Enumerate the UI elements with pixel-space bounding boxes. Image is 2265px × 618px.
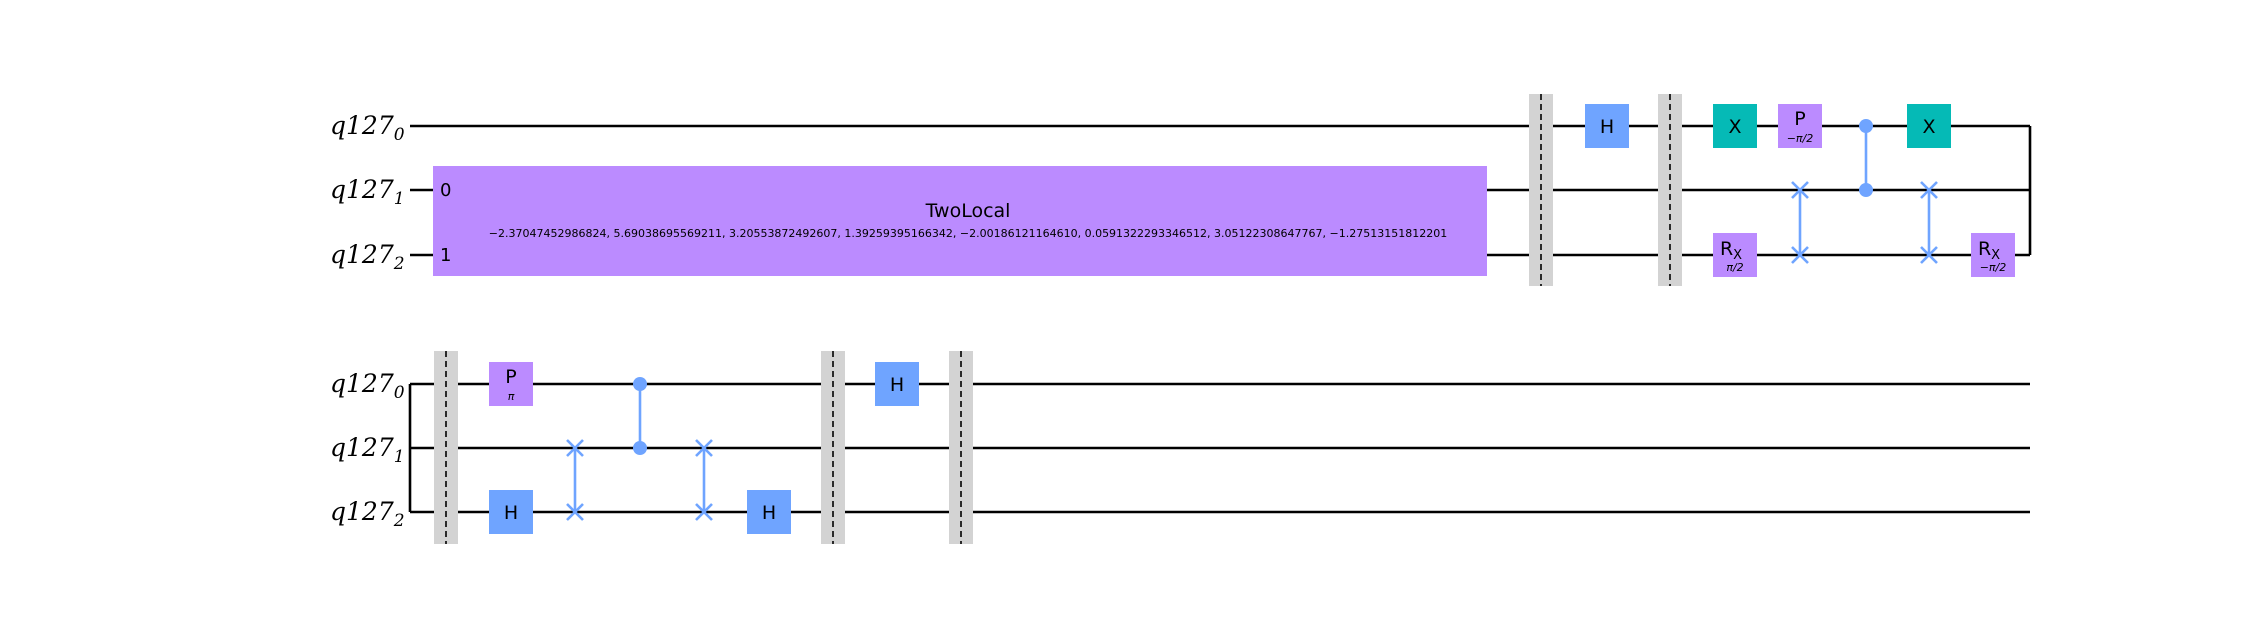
swap-cross-icon <box>1920 181 1938 199</box>
control-dot <box>633 441 647 455</box>
two-local-title: TwoLocal <box>925 200 1011 222</box>
two-local-box <box>433 166 1487 276</box>
qubit-label-2: q1272 <box>330 240 405 274</box>
rx-gate-param: −π/2 <box>1980 261 2007 274</box>
barrier <box>1658 94 1682 286</box>
h-gate: H <box>489 490 533 534</box>
qubit-label-0: q1270 <box>330 369 405 403</box>
rx-gate: RX π/2 <box>1713 233 1757 277</box>
circuit-row-1: q1270 q1271 q1272 0 1 TwoLocal −2.370474… <box>330 94 2032 286</box>
p-gate-label: P <box>505 366 516 388</box>
p-gate: P π <box>489 362 533 406</box>
p-gate-label: P <box>1794 108 1805 130</box>
control-dot <box>1859 183 1873 197</box>
rx-gate-label: RX <box>1720 238 1742 263</box>
two-local-port-0: 0 <box>440 180 451 201</box>
barrier <box>949 351 973 544</box>
h-gate-label: H <box>504 502 518 524</box>
cz-gate <box>633 377 647 455</box>
x-gate-label: X <box>1728 116 1741 138</box>
x-gate: X <box>1713 104 1757 148</box>
swap-cross-icon <box>1791 181 1809 199</box>
two-local-gate: 0 1 TwoLocal −2.37047452986824, 5.690386… <box>433 166 1487 276</box>
control-dot <box>633 377 647 391</box>
h-gate: H <box>875 362 919 406</box>
h-gate: H <box>1585 104 1629 148</box>
control-dot <box>1859 119 1873 133</box>
swap-cross-icon <box>1920 246 1938 264</box>
cz-gate <box>1859 119 1873 197</box>
rx-gate-label: RX <box>1978 238 2000 263</box>
x-gate-label: X <box>1922 116 1935 138</box>
swap-cross-icon <box>566 503 584 521</box>
swap-gate <box>695 439 713 521</box>
swap-cross-icon <box>1791 246 1809 264</box>
qubit-label-1: q1271 <box>330 433 405 467</box>
swap-gate <box>566 439 584 521</box>
circuit-row-2: q1270 q1271 q1272 P π H <box>330 351 2030 544</box>
barrier <box>434 351 458 544</box>
h-gate-label: H <box>762 502 776 524</box>
h-gate: H <box>747 490 791 534</box>
swap-gate <box>1791 181 1809 264</box>
qubit-label-2: q1272 <box>330 497 405 531</box>
barrier <box>1529 94 1553 286</box>
p-gate-param: π <box>508 390 515 403</box>
p-gate-param: −π/2 <box>1787 132 1814 145</box>
two-local-params: −2.37047452986824, 5.69038695569211, 3.2… <box>489 227 1447 240</box>
swap-cross-icon <box>695 439 713 457</box>
qubit-label-1: q1271 <box>330 175 405 209</box>
h-gate-label: H <box>1600 116 1614 138</box>
rx-gate-param: π/2 <box>1726 261 1743 274</box>
x-gate: X <box>1907 104 1951 148</box>
h-gate-label: H <box>890 374 904 396</box>
barrier <box>821 351 845 544</box>
qubit-label-0: q1270 <box>330 111 405 145</box>
swap-cross-icon <box>695 503 713 521</box>
swap-gate <box>1920 181 1938 264</box>
swap-cross-icon <box>566 439 584 457</box>
p-gate: P −π/2 <box>1778 104 1822 148</box>
two-local-port-1: 1 <box>440 245 451 266</box>
rx-gate: RX −π/2 <box>1971 233 2015 277</box>
